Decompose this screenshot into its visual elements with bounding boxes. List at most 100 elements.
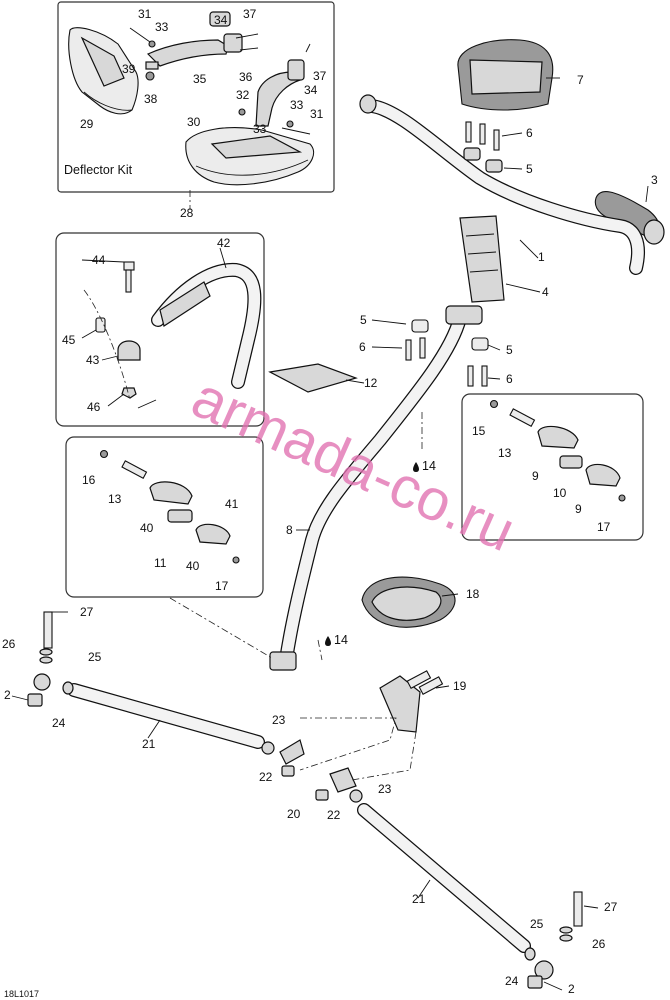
callout: 17: [597, 520, 611, 534]
callout: 38: [144, 92, 158, 106]
callout: 17: [215, 579, 229, 593]
boot-18: [361, 576, 456, 628]
leader-lines: [11, 77, 649, 991]
handlebar-pad: [457, 39, 554, 111]
callout: 6: [359, 340, 366, 354]
hand-deflector-right: [185, 127, 315, 186]
adhesive-drop-icon: [325, 636, 331, 646]
diagram-code: 18L1017: [4, 989, 39, 999]
callout: 22: [327, 808, 341, 822]
upper-clamps-and-bolts: [405, 121, 503, 387]
callout: 11: [154, 556, 167, 570]
callout: 7: [577, 73, 584, 87]
clamp-kit-right-parts: [489, 399, 626, 502]
callout: 24: [52, 716, 66, 730]
callout: 43: [86, 353, 100, 367]
callout: 15: [472, 424, 486, 438]
callout: 3: [651, 173, 658, 187]
callout: 28: [180, 206, 194, 220]
callout: 6: [506, 372, 513, 386]
riser-hardware: [83, 261, 157, 409]
callout: 37: [313, 69, 327, 83]
callout: 34: [304, 83, 318, 97]
clamp-kit-left-parts: [99, 449, 240, 564]
callout: 34: [214, 13, 228, 27]
callout: 26: [2, 637, 16, 651]
callout: 24: [505, 974, 519, 988]
callout-labels: 31 33 34 37 39 38 35 29 36 32 37 34 33 3…: [2, 7, 658, 996]
deflector-bracket-right: [255, 59, 305, 127]
callout: 23: [378, 782, 392, 796]
callout: 9: [532, 469, 539, 483]
callout: 5: [526, 162, 533, 176]
tie-rod-upper: [27, 611, 305, 777]
deflector-kit-frame: [57, 1, 335, 193]
callout: 30: [187, 115, 201, 129]
callout: 13: [108, 492, 122, 506]
callout: 41: [225, 497, 239, 511]
callout: 18: [466, 587, 480, 601]
callout: 1: [538, 250, 545, 264]
callout: 37: [243, 7, 257, 21]
callout: 31: [310, 107, 324, 121]
handlebar-riser: [459, 215, 505, 303]
hand-deflector-left: [68, 27, 139, 115]
riser-tube-42: [151, 262, 262, 389]
callout: 27: [604, 900, 618, 914]
callout: 42: [217, 236, 231, 250]
callout: 36: [239, 70, 253, 84]
callout: 22: [259, 770, 273, 784]
callout: 6: [526, 126, 533, 140]
clamp-kit-left-frame: [65, 436, 264, 598]
callout: 29: [80, 117, 94, 131]
callout: 44: [92, 253, 106, 267]
callout: 21: [142, 737, 156, 751]
callout: 31: [138, 7, 152, 21]
callout: 13: [498, 446, 512, 460]
callout: 9: [575, 502, 582, 516]
callout: 25: [88, 650, 102, 664]
steering-arm-19: [379, 670, 444, 733]
handlebar-grip: [594, 191, 665, 245]
callout: 25: [530, 917, 544, 931]
deflector-bracket-left: [146, 11, 243, 67]
callout: 5: [360, 313, 367, 327]
deflector-hardware: [129, 27, 311, 135]
callout: 2: [4, 688, 11, 702]
tie-rod-lower: [315, 767, 583, 989]
callout: 39: [122, 62, 136, 76]
clamp-kit-right-frame: [461, 393, 644, 541]
callout: 33: [155, 20, 169, 34]
callout: 16: [82, 473, 96, 487]
alignment-lines: [169, 190, 423, 781]
callout: 2: [568, 982, 575, 996]
callout: 8: [286, 523, 293, 537]
callout: 33: [290, 98, 304, 112]
callout: 21: [412, 892, 426, 906]
callout: 27: [80, 605, 94, 619]
callout: 35: [193, 72, 207, 86]
adhesive-drop-icon: [413, 462, 419, 472]
callout: 46: [87, 400, 101, 414]
callout: 32: [236, 88, 250, 102]
callout: 23: [272, 713, 286, 727]
callout: 19: [453, 679, 467, 693]
callout: 5: [506, 343, 513, 357]
deflector-kit-label: Deflector Kit: [64, 163, 133, 177]
riser-kit-frame: [55, 232, 265, 427]
steering-column: [269, 305, 483, 671]
callout: 12: [364, 376, 378, 390]
callout: 14: [334, 633, 348, 647]
handlebar: [359, 94, 645, 275]
callout: 33: [253, 122, 267, 136]
callout: 26: [592, 937, 606, 951]
plate-12: [268, 363, 358, 393]
callout: 40: [140, 521, 154, 535]
callout: 14: [422, 459, 436, 473]
callout: 4: [542, 285, 549, 299]
callout: 45: [62, 333, 76, 347]
callout: 10: [553, 486, 567, 500]
callout: 40: [186, 559, 200, 573]
